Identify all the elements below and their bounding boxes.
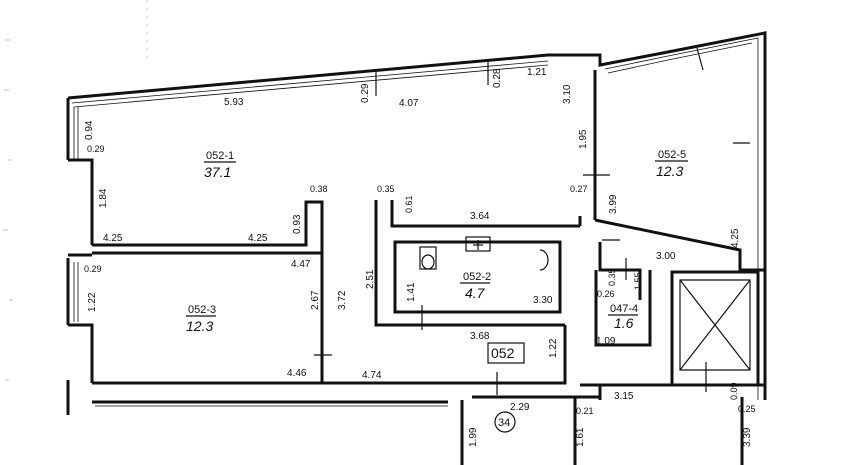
room-052-2: 052-2 4.7	[460, 271, 491, 301]
room-area: 12.3	[656, 163, 683, 179]
dim-label: 2.51	[365, 269, 376, 289]
dim-label: 1.84	[98, 188, 109, 208]
dim-label: 0.09	[729, 382, 739, 400]
room-052-1: 052-1 37.1	[204, 150, 236, 180]
dim-label: 2.29	[510, 402, 530, 413]
dim-label: 0.35	[607, 268, 617, 286]
room-id: 052-5	[658, 149, 686, 161]
dim-label: 3.00	[656, 251, 676, 262]
dim-label: 1.22	[548, 338, 559, 358]
room-id: 047-4	[610, 303, 638, 315]
room-area: 4.7	[465, 285, 486, 301]
dim-label: 1.55	[633, 272, 643, 290]
room-id: 052-1	[206, 150, 234, 162]
marker-circle	[494, 411, 516, 433]
room-052-3: 052-3 12.3	[186, 304, 216, 334]
room-047-4: 047-4 1.6	[608, 303, 638, 331]
dim-label: 0.61	[404, 195, 414, 213]
dim-label: 0.21	[576, 406, 594, 416]
dim-label: 1.61	[575, 427, 586, 447]
dim-label: 1.09	[596, 336, 616, 347]
dim-label: 1.95	[578, 129, 589, 149]
fixtures	[314, 47, 750, 395]
dim-label: 0.27	[570, 184, 588, 194]
dim-label: 0.94	[84, 120, 95, 140]
dim-label: 3.64	[470, 211, 490, 222]
apartment-number-box	[487, 342, 525, 364]
dim-label: 3.99	[608, 194, 619, 214]
dim-label: 0.35	[377, 184, 395, 194]
dim-label: 0.29	[84, 264, 102, 274]
room-id: 052-2	[463, 271, 491, 283]
room-052-5: 052-5 12.3	[655, 149, 688, 179]
dim-label: 5.93	[224, 97, 244, 108]
dim-label: 4.07	[399, 98, 419, 109]
dim-label: 3.72	[337, 290, 348, 310]
dim-label: 1.99	[468, 427, 479, 447]
dim-label: 3.10	[562, 84, 573, 104]
dim-label: 0.28	[492, 68, 503, 88]
scan-edge	[3, 0, 148, 381]
exterior-walls	[66, 31, 767, 415]
dim-label: 0.26	[597, 289, 615, 299]
apartment-number: 052	[491, 345, 515, 361]
dim-label: 3.68	[470, 331, 490, 342]
room-area: 1.6	[614, 315, 634, 331]
dimension-labels: 5.93 0.29 4.07 0.28 1.21 3.10 0.94 0.29 …	[84, 67, 756, 447]
room-id: 052-3	[188, 304, 216, 316]
dim-label: 4.25	[248, 233, 268, 244]
dim-label: 4.74	[362, 370, 382, 381]
dim-label: 1.41	[406, 282, 417, 302]
dim-label: 3.30	[533, 295, 553, 306]
dim-label: 3.15	[614, 391, 634, 402]
room-area: 12.3	[186, 318, 213, 334]
dim-label: 4.25	[103, 233, 123, 244]
dim-label: 1.21	[527, 67, 547, 78]
dim-label: 0.25	[738, 404, 756, 414]
dim-label: 4.46	[287, 368, 307, 379]
room-area: 37.1	[204, 164, 231, 180]
dim-label: 1.22	[87, 292, 98, 312]
dim-label: 0.29	[87, 144, 105, 154]
dim-label: 0.38	[310, 184, 328, 194]
dim-label: 4.47	[291, 259, 311, 270]
dim-label: 0.93	[292, 214, 303, 234]
interior-walls	[92, 70, 765, 465]
dim-label: 3.39	[742, 427, 753, 447]
dim-label: 2.67	[310, 290, 321, 310]
dim-label: 0.29	[360, 83, 371, 103]
marker-label: 34	[498, 417, 510, 429]
dim-label: 4.25	[730, 228, 741, 248]
